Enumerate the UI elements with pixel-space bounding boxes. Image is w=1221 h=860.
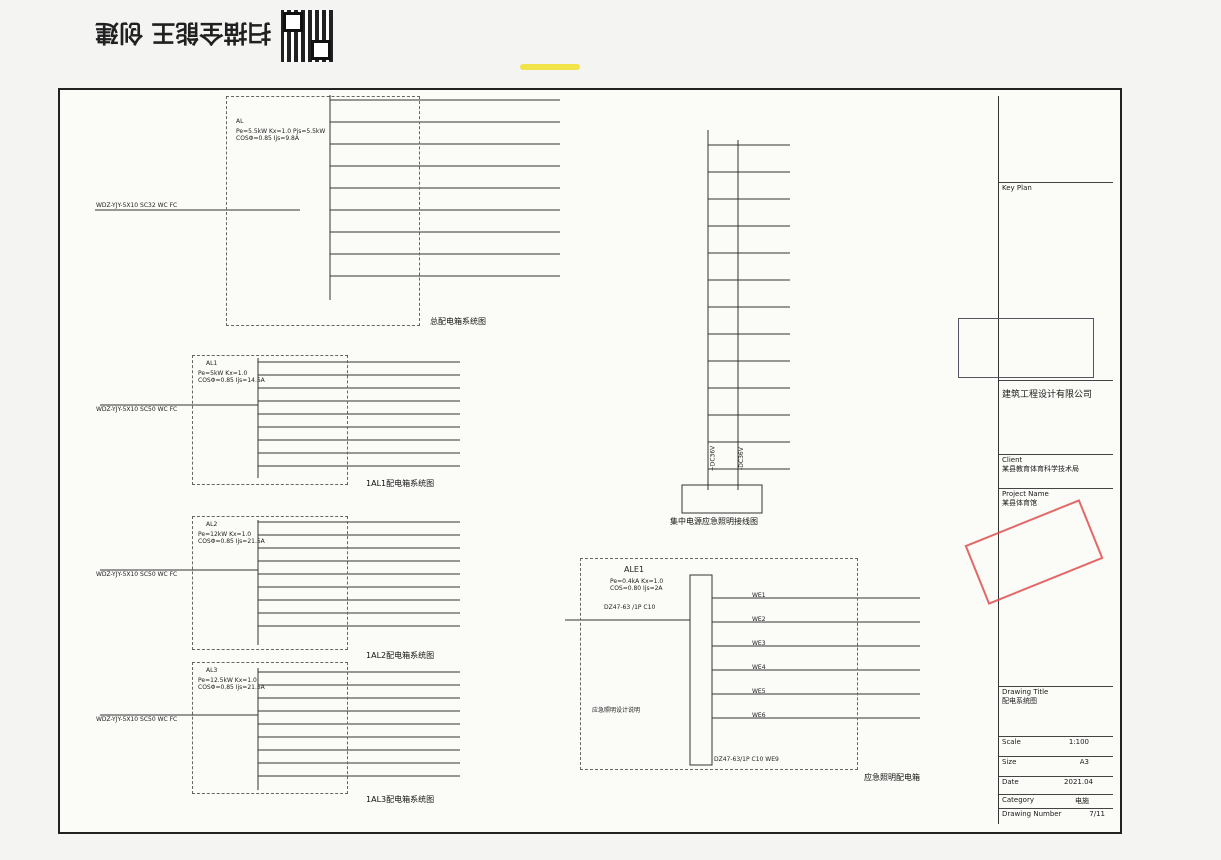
panel-al-caption: 总配电箱系统图	[430, 317, 486, 326]
panel-al3-box	[192, 662, 348, 794]
design-stamp	[958, 318, 1094, 378]
key-plan-label: Key Plan	[1002, 184, 1032, 192]
riser-caption: 集中电源应急照明接线图	[670, 517, 758, 526]
panel-al-feeder: WDZ-YJY-5X10 SC32 WC FC	[96, 202, 178, 209]
panel-al3-name: AL3	[206, 667, 218, 674]
ale1-circuit: WE2	[752, 616, 766, 623]
drawing-title-value: 配电系统图	[1002, 697, 1037, 705]
client-label: Client	[1002, 456, 1023, 464]
panel-al-box	[226, 96, 420, 326]
ale1-circuit: WE6	[752, 712, 766, 719]
company-name: 建筑工程设计有限公司	[1002, 390, 1093, 400]
ale1-name: ALE1	[624, 565, 645, 574]
panel-al2-name: AL2	[206, 521, 218, 528]
scale-label: Scale	[1002, 738, 1021, 746]
date-label: Date	[1002, 778, 1019, 786]
scale-value: 1:100	[1068, 738, 1089, 746]
ale1-breaker: DZ47-63 /1P C10	[604, 604, 656, 611]
number-label: Drawing Number	[1002, 810, 1062, 818]
panel-al3-caption: 1AL3配电箱系统图	[366, 795, 435, 804]
size-label: Size	[1002, 758, 1017, 766]
panel-al2-box	[192, 516, 348, 650]
ale1-circuit: WE1	[752, 592, 766, 599]
panel-al2-caption: 1AL2配电箱系统图	[366, 651, 435, 660]
drawing-sheet	[58, 88, 1122, 834]
project-value: 某县体育馆	[1002, 499, 1037, 507]
panel-al1-box	[192, 355, 348, 485]
ale1-params: Pe=0.4kA Kx=1.0 COS=0.80 Ijs=2A	[610, 578, 664, 592]
panel-ale1-box	[580, 558, 858, 770]
riser-label-negative: -DC36V	[737, 447, 745, 470]
size-value: A3	[1079, 758, 1089, 766]
ale1-circuit: WE4	[752, 664, 766, 671]
client-value: 某县教育体育科学技术局	[1002, 465, 1079, 473]
panel-al-name: AL	[236, 118, 244, 125]
panel-al-params: Pe=5.5kW Kx=1.0 Pjs=5.5kW COSΦ=0.85 Ijs=…	[236, 128, 326, 142]
panel-al3-params: Pe=12.5kW Kx=1.0 COSΦ=0.85 Ijs=21.5A	[198, 677, 265, 691]
ale1-circuit: WE5	[752, 688, 766, 695]
riser-label-positive: +DC36V	[709, 445, 717, 472]
drawing-title-label: Drawing Title	[1002, 688, 1049, 696]
category-label: Category	[1002, 796, 1034, 804]
panel-al3-feeder: WDZ-YJY-5X10 SC50 WC FC	[96, 716, 178, 723]
ale1-notes-title: 应急照明设计说明	[592, 707, 641, 714]
ale1-circuit: WE3	[752, 640, 766, 647]
panel-al2-params: Pe=12kW Kx=1.0 COSΦ=0.85 Ijs=21.5A	[198, 531, 265, 545]
category-value: 电施	[1075, 797, 1089, 805]
project-label: Project Name	[1002, 490, 1049, 498]
ale1-caption: 应急照明配电箱	[864, 773, 920, 782]
panel-al1-caption: 1AL1配电箱系统图	[366, 479, 435, 488]
panel-al1-params: Pe=5kW Kx=1.0 COSΦ=0.85 Ijs=14.5A	[198, 370, 265, 384]
panel-al1-feeder: WDZ-YJY-5X10 SC50 WC FC	[96, 406, 178, 413]
ale1-bus: DZ47-63/1P C10 WE9	[714, 756, 779, 763]
date-value: 2021.04	[1064, 778, 1093, 786]
panel-al1-name: AL1	[206, 360, 218, 367]
number-value: 7/11	[1089, 810, 1105, 818]
highlighter-mark	[520, 64, 580, 70]
panel-al2-feeder: WDZ-YJY-5X10 SC50 WC FC	[96, 571, 178, 578]
